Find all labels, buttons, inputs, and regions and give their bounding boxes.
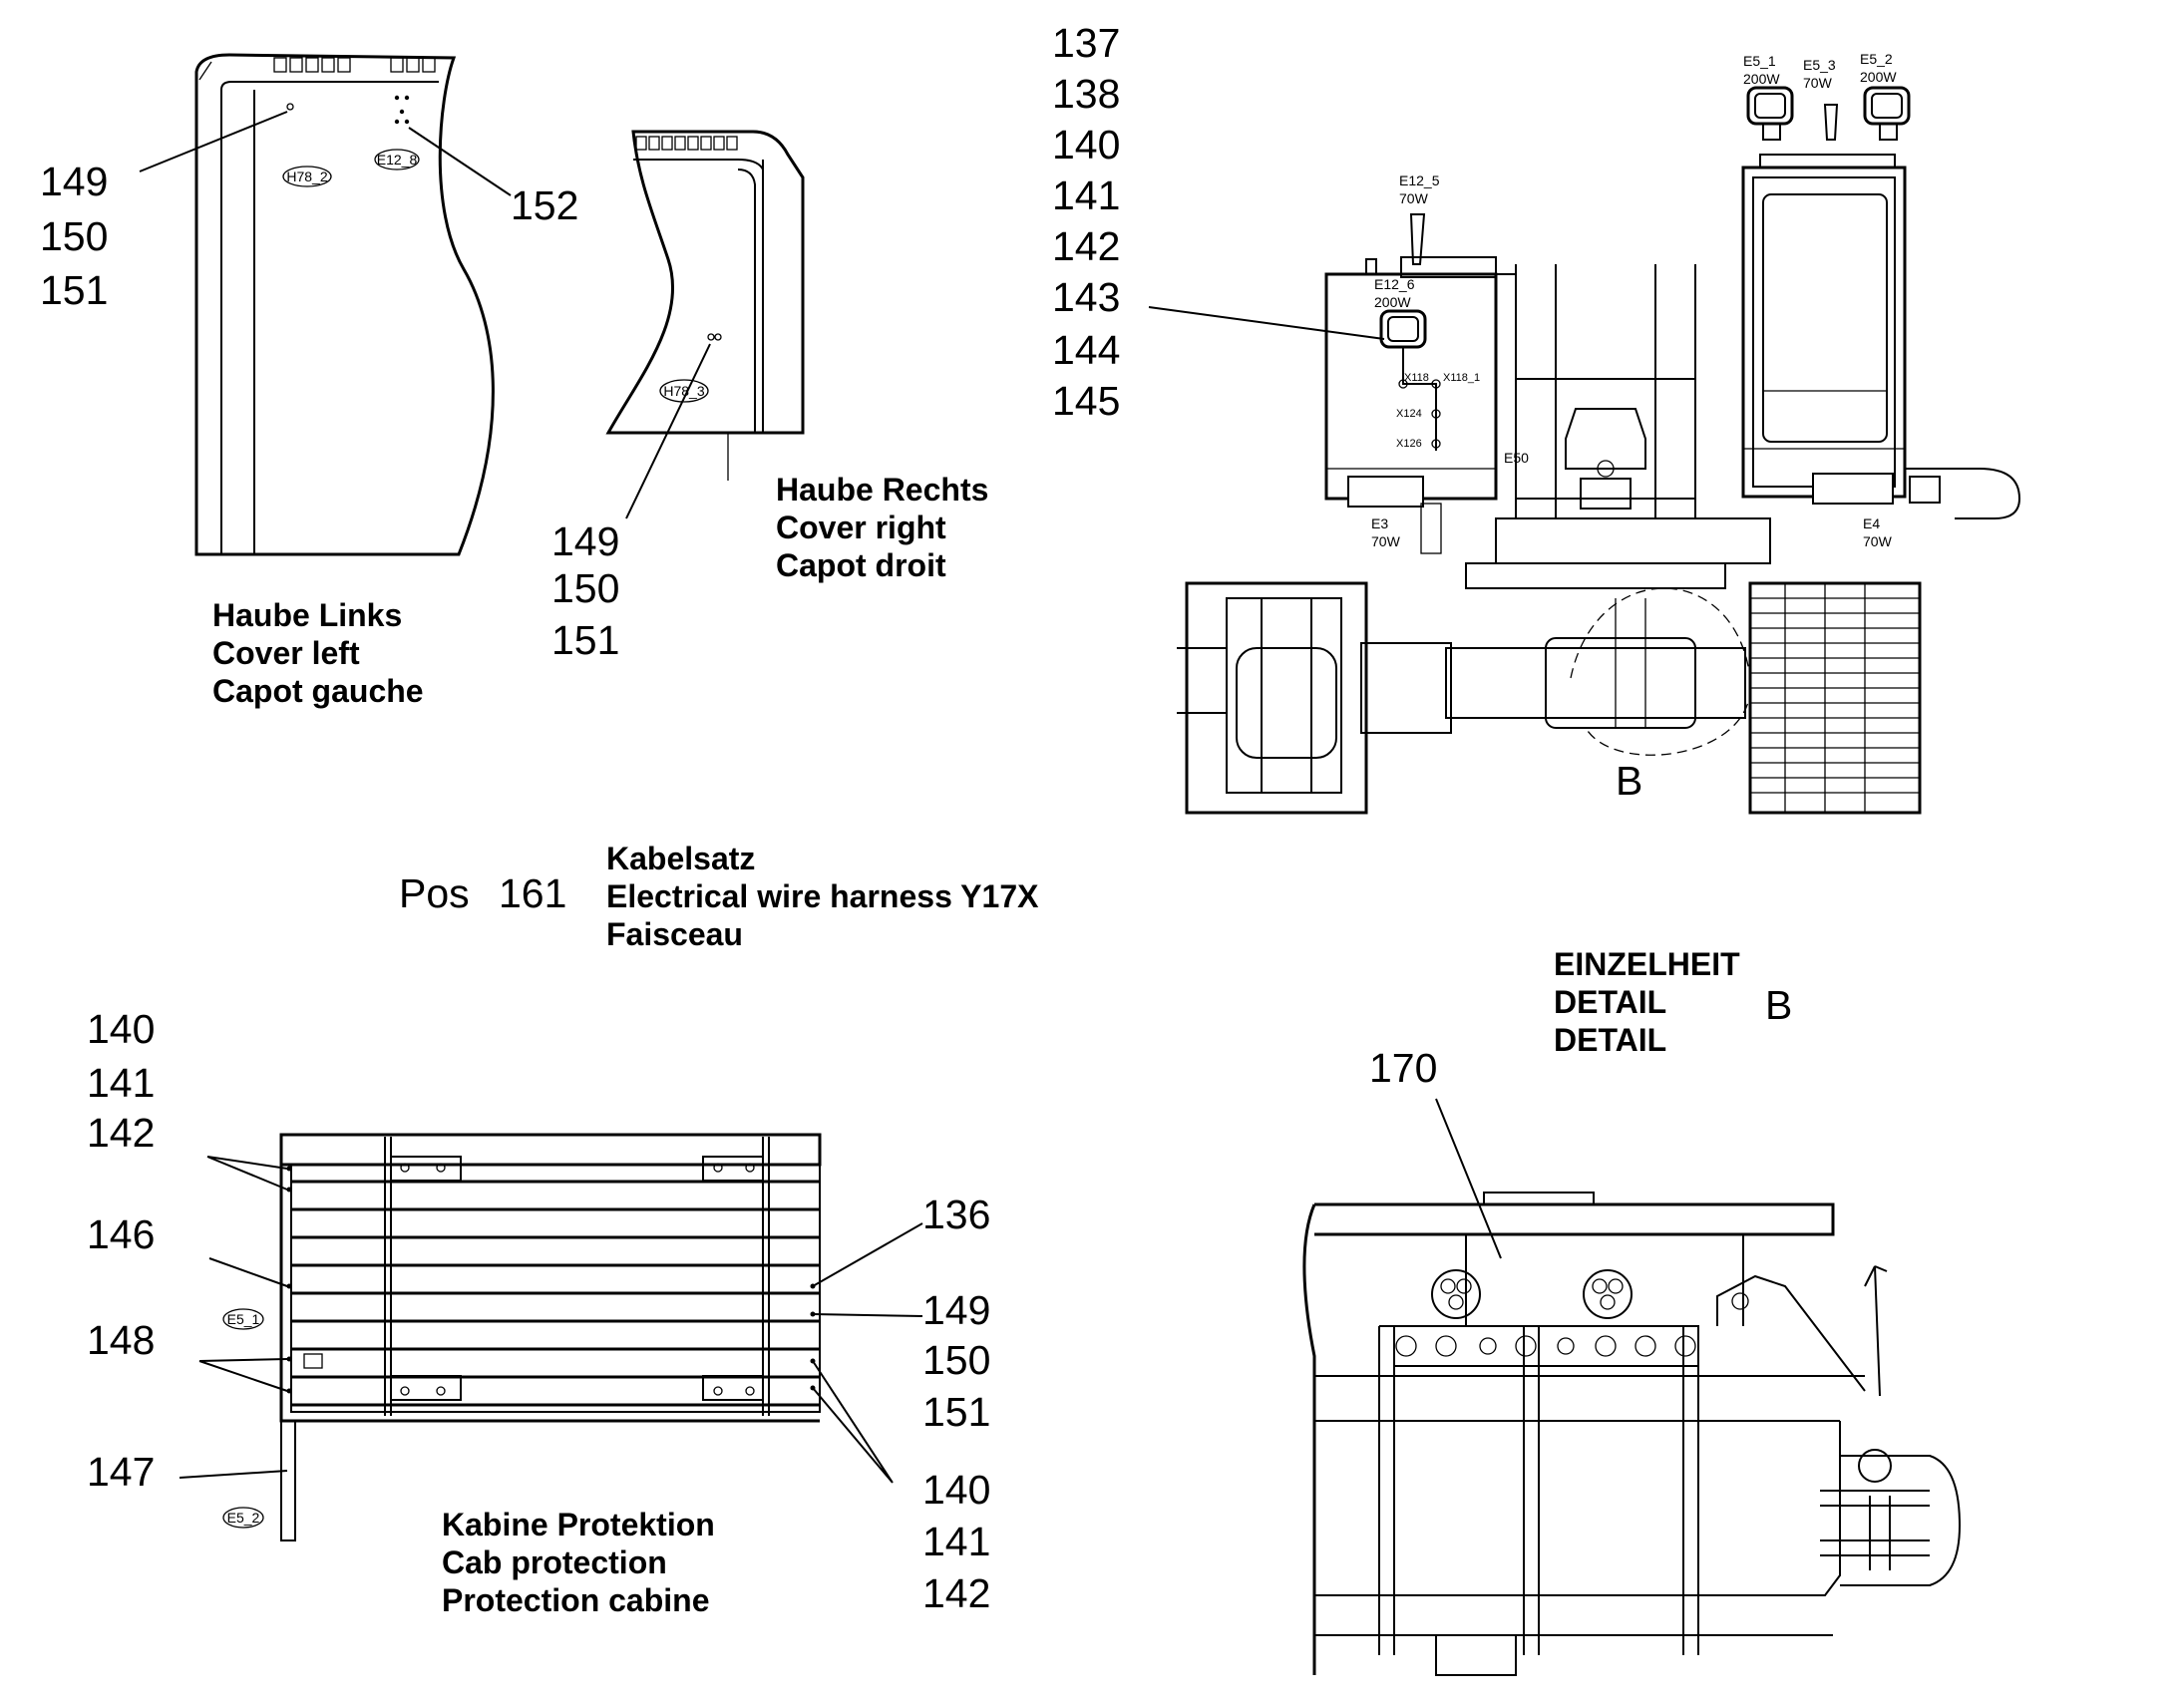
lamp-e4-name: E4 (1863, 515, 1880, 531)
tag-h78-2-label: H78_2 (286, 169, 327, 184)
lamp-e3-name: E3 (1371, 515, 1388, 531)
caption-cover-left-de: Haube Links (212, 597, 402, 633)
callout-141: 141 (87, 1060, 155, 1106)
cab-protection-view: E5_1 E5_2 140 141 142 146 148 147 136 14… (87, 1006, 990, 1618)
callout-152: 152 (511, 182, 578, 228)
tag-e12-8 (374, 149, 420, 171)
callout-170: 170 (1369, 1045, 1437, 1091)
detail-b-title-en: DETAIL (1554, 984, 1666, 1020)
lamp-e5-1 (1746, 86, 1794, 126)
callout-150: 150 (551, 565, 619, 611)
callout-148: 148 (87, 1317, 155, 1363)
detail-b-title-de: EINZELHEIT (1554, 946, 1740, 982)
lamp-e5-2 (1863, 86, 1911, 126)
lamp-e12-5 (1409, 213, 1426, 265)
lamp-e5-2-name: E5_2 (1860, 51, 1893, 67)
callout-140: 140 (922, 1467, 990, 1513)
callout-140: 140 (87, 1006, 155, 1052)
lamp-e12-6-power: 200W (1374, 294, 1411, 310)
callout-142: 142 (1052, 223, 1120, 269)
connector-x124: X124 (1396, 408, 1422, 420)
connector-x118-1: X118_1 (1443, 372, 1480, 384)
callout-149: 149 (40, 159, 108, 204)
callout-151: 151 (922, 1389, 990, 1435)
detail-b-view: EINZELHEIT DETAIL DETAIL B 170 (1302, 946, 1962, 1676)
tag-e5-1-label: E5_1 (227, 1311, 260, 1327)
caption-cab-protection-fr: Protection cabine (442, 1582, 710, 1618)
cover-right-vents (635, 136, 738, 151)
callout-141: 141 (922, 1519, 990, 1564)
callout-138: 138 (1052, 71, 1120, 117)
callout-141: 141 (1052, 172, 1120, 218)
cover-left-vents (273, 57, 436, 73)
lamp-e12-5-power: 70W (1399, 190, 1429, 206)
callout-146: 146 (87, 1211, 155, 1257)
lamp-e3-power: 70W (1371, 533, 1401, 549)
tag-e12-8-label: E12_8 (377, 152, 418, 168)
tag-e5-2-label: E5_2 (227, 1510, 260, 1526)
callout-137: 137 (1052, 20, 1120, 66)
caption-cover-right-fr: Capot droit (776, 547, 946, 583)
harness-title-en: Electrical wire harness Y17X (606, 878, 1039, 914)
rear-view-callout-list: 137 138 140 141 142 143 144 145 (1052, 20, 1120, 424)
callout-150: 150 (40, 213, 108, 259)
lamp-e5-3 (1823, 104, 1839, 141)
callout-145: 145 (1052, 378, 1120, 424)
harness-pos-number: 161 (499, 870, 566, 916)
connector-x126: X126 (1396, 438, 1422, 450)
harness-title-de: Kabelsatz (606, 841, 755, 876)
caption-cover-right-de: Haube Rechts (776, 472, 988, 508)
callout-142: 142 (87, 1110, 155, 1156)
harness-label: Pos 161 Kabelsatz Electrical wire harnes… (399, 841, 1039, 952)
callout-143: 143 (1052, 274, 1120, 320)
callout-142: 142 (922, 1570, 990, 1616)
lamp-e5-3-power: 70W (1803, 75, 1833, 91)
cab-protection-bars (291, 1180, 820, 1407)
callout-149: 149 (551, 518, 619, 564)
lamp-e4-power: 70W (1863, 533, 1893, 549)
caption-cover-right-en: Cover right (776, 510, 946, 545)
machine-rear-view: 137 138 140 141 142 143 144 145 E5_1 200… (1052, 20, 2021, 815)
lamp-e5-2-power: 200W (1860, 69, 1897, 85)
tag-e5-2 (222, 1507, 264, 1529)
caption-cab-protection-en: Cab protection (442, 1544, 667, 1580)
detail-b-marker: B (1616, 758, 1642, 804)
tag-h78-3 (659, 379, 709, 403)
callout-149: 149 (922, 1287, 990, 1333)
callout-147: 147 (87, 1449, 155, 1495)
caption-cover-left-en: Cover left (212, 635, 360, 671)
connector-x118: X118 (1404, 372, 1429, 384)
callout-150: 150 (922, 1337, 990, 1383)
callout-144: 144 (1052, 327, 1120, 373)
lamp-e12-6-name: E12_6 (1374, 276, 1415, 292)
lamp-e5-3-name: E5_3 (1803, 57, 1836, 73)
tag-h78-2 (282, 166, 332, 187)
detail-b-marker: B (1765, 982, 1792, 1028)
lamp-e5-1-power: 200W (1743, 71, 1780, 87)
cover-right-view: H78_3 149 150 151 Haube Rechts Cover rig… (551, 130, 988, 663)
cover-left-view: H78_2 E12_8 149 150 151 152 Haube Links … (40, 53, 578, 709)
harness-title-fr: Faisceau (606, 916, 743, 952)
callout-136: 136 (922, 1192, 990, 1237)
tag-h78-3-label: H78_3 (663, 383, 704, 399)
callout-140: 140 (1052, 122, 1120, 168)
caption-cab-protection-de: Kabine Protektion (442, 1507, 715, 1542)
lamp-e12-5-name: E12_5 (1399, 172, 1440, 188)
detail-b-title-fr: DETAIL (1554, 1022, 1666, 1058)
caption-cover-left-fr: Capot gauche (212, 673, 424, 709)
lamp-e5-1-name: E5_1 (1743, 53, 1776, 69)
callout-151: 151 (40, 267, 108, 313)
tag-e5-1 (222, 1308, 264, 1330)
callout-151: 151 (551, 617, 619, 663)
harness-pos-label: Pos (399, 870, 470, 916)
